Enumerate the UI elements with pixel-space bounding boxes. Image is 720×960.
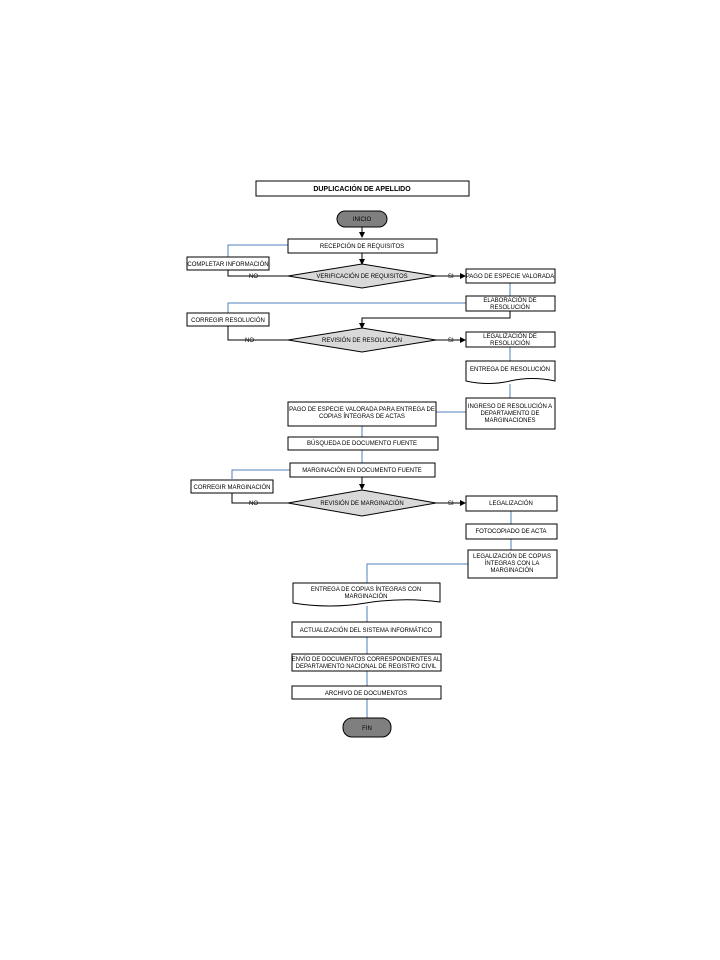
node-entrega-resolucion: ENTREGA DE RESOLUCIÓN [465, 360, 556, 384]
connectors [227, 227, 512, 718]
svg-text:RESOLUCIÓN: RESOLUCIÓN [490, 304, 530, 311]
node-pago-especie: PAGO DE ESPECIE VALORADA [465, 268, 556, 284]
svg-text:FOTOCOPIADO DE ACTA: FOTOCOPIADO DE ACTA [475, 529, 546, 535]
svg-text:VERIFICACIÓN DE REQUISITOS: VERIFICACIÓN DE REQUISITOS [316, 273, 407, 280]
svg-text:INICIO: INICIO [353, 217, 372, 223]
svg-text:ENTREGA DE COPIAS ÍNTEGRAS CON: ENTREGA DE COPIAS ÍNTEGRAS CON [311, 586, 421, 593]
label-si: SI [448, 274, 454, 280]
node-verificacion: VERIFICACIÓN DE REQUISITOS [287, 263, 437, 289]
svg-text:REVISIÓN DE RESOLUCIÓN: REVISIÓN DE RESOLUCIÓN [322, 337, 402, 344]
label-no: NO [249, 501, 258, 507]
svg-text:MARGINACIÓN: MARGINACIÓN [344, 593, 387, 600]
svg-text:INGRESO DE RESOLUCIÓN A: INGRESO DE RESOLUCIÓN A [468, 403, 552, 410]
edge-marginacion-corregir [231, 469, 290, 479]
edge-revision-no [227, 326, 288, 341]
label-no: NO [245, 338, 254, 344]
svg-text:MARGINACIÓN: MARGINACIÓN [490, 567, 533, 574]
svg-text:CORREGIR MARGINACIÓN: CORREGIR MARGINACIÓN [193, 484, 270, 491]
edge-completar-recepcion [227, 244, 288, 257]
node-completar: COMPLETAR INFORMACIÓN [186, 256, 270, 271]
svg-text:PAGO DE ESPECIE VALORADA PARA: PAGO DE ESPECIE VALORADA PARA ENTREGA DE [289, 407, 435, 413]
node-entrega-copias: ENTREGA DE COPIAS ÍNTEGRAS CON MARGINACI… [292, 582, 441, 607]
node-revision-resolucion: REVISIÓN DE RESOLUCIÓN [287, 327, 437, 353]
svg-text:COPIAS ÍNTEGRAS DE ACTAS: COPIAS ÍNTEGRAS DE ACTAS [319, 413, 405, 420]
node-envio: ENVÍO DE DOCUMENTOS CORRESPONDIENTES AL … [291, 653, 442, 672]
svg-text:ELABORACIÓN DE: ELABORACIÓN DE [483, 297, 536, 304]
node-elaboracion: ELABORACIÓN DE RESOLUCIÓN [465, 295, 556, 312]
node-pago-copias: PAGO DE ESPECIE VALORADA PARA ENTREGA DE… [287, 401, 437, 427]
svg-text:ACTUALIZACIÓN DEL SISTEMA INFO: ACTUALIZACIÓN DEL SISTEMA INFORMÁTICO [300, 627, 433, 634]
node-legalizacion: LEGALIZACIÓN [465, 495, 558, 512]
node-revision-marginacion: REVISIÓN DE MARGINACIÓN [287, 489, 437, 517]
edge-elaboracion-corregir [227, 302, 466, 313]
svg-text:LEGALIZACIÓN: LEGALIZACIÓN [489, 500, 533, 507]
svg-text:ÍNTEGRAS CON LA: ÍNTEGRAS CON LA [485, 560, 540, 567]
svg-text:FIN: FIN [362, 726, 372, 732]
label-si: SI [448, 501, 454, 507]
edge-verificacion-no [227, 270, 288, 277]
edge-legalcopias-entregacopias [366, 563, 468, 583]
node-ingreso-resolucion: INGRESO DE RESOLUCIÓN A DEPARTAMENTO DE … [465, 397, 556, 430]
node-legalizacion-resolucion: LEGALIZACIÓN DE RESOLUCIÓN [465, 331, 556, 348]
svg-text:LEGALIZACIÓN DE: LEGALIZACIÓN DE [483, 333, 537, 340]
svg-text:DEPARTAMENTO NACIONAL DE REGIS: DEPARTAMENTO NACIONAL DE REGISTRO CIVIL [296, 664, 437, 670]
svg-text:ENTREGA DE RESOLUCIÓN: ENTREGA DE RESOLUCIÓN [470, 366, 550, 373]
svg-text:PAGO DE ESPECIE VALORADA: PAGO DE ESPECIE VALORADA [466, 274, 554, 280]
page-title: DUPLICACIÓN DE APELLIDO [313, 184, 411, 193]
svg-text:ARCHIVO DE DOCUMENTOS: ARCHIVO DE DOCUMENTOS [325, 691, 407, 697]
node-corregir-marginacion: CORREGIR MARGINACIÓN [190, 479, 274, 494]
edge-elaboracion-revision [359, 311, 511, 329]
node-fotocopiado: FOTOCOPIADO DE ACTA [465, 523, 558, 540]
edge-revisionmarg-no [231, 493, 288, 504]
node-marginacion: MARGINACIÓN EN DOCUMENTO FUENTE [289, 462, 436, 478]
svg-text:DEPARTAMENTO DE: DEPARTAMENTO DE [481, 411, 540, 417]
node-inicio: INICIO [336, 210, 388, 228]
svg-text:LEGALIZACIÓN DE COPIAS: LEGALIZACIÓN DE COPIAS [473, 553, 551, 560]
label-si: SI [448, 338, 454, 344]
node-actualizacion: ACTUALIZACIÓN DEL SISTEMA INFORMÁTICO [291, 621, 442, 638]
svg-text:RESOLUCIÓN: RESOLUCIÓN [490, 340, 530, 347]
svg-text:RECEPCIÓN DE REQUISITOS: RECEPCIÓN DE REQUISITOS [320, 243, 404, 250]
node-fin: FIN [342, 717, 392, 738]
svg-text:BÚSQUEDA DE DOCUMENTO FUENTE: BÚSQUEDA DE DOCUMENTO FUENTE [307, 440, 417, 447]
label-no: NO [249, 274, 258, 280]
node-busqueda: BÚSQUEDA DE DOCUMENTO FUENTE [287, 436, 439, 451]
svg-text:REVISIÓN DE MARGINACIÓN: REVISIÓN DE MARGINACIÓN [320, 500, 403, 507]
title-box: DUPLICACIÓN DE APELLIDO [255, 180, 470, 197]
node-corregir-resolucion: CORREGIR RESOLUCIÓN [186, 312, 270, 327]
svg-text:MARGINACIONES: MARGINACIONES [484, 418, 535, 424]
node-archivo: ARCHIVO DE DOCUMENTOS [291, 685, 442, 700]
node-recepcion: RECEPCIÓN DE REQUISITOS [287, 238, 438, 254]
svg-text:CORREGIR RESOLUCIÓN: CORREGIR RESOLUCIÓN [191, 317, 265, 324]
svg-text:MARGINACIÓN EN DOCUMENTO FUENT: MARGINACIÓN EN DOCUMENTO FUENTE [302, 467, 422, 474]
svg-text:COMPLETAR INFORMACIÓN: COMPLETAR INFORMACIÓN [187, 261, 268, 268]
svg-text:ENVÍO DE DOCUMENTOS CORRESPOND: ENVÍO DE DOCUMENTOS CORRESPONDIENTES AL [292, 656, 441, 663]
node-legalizacion-copias: LEGALIZACIÓN DE COPIAS ÍNTEGRAS CON LA M… [467, 549, 558, 579]
